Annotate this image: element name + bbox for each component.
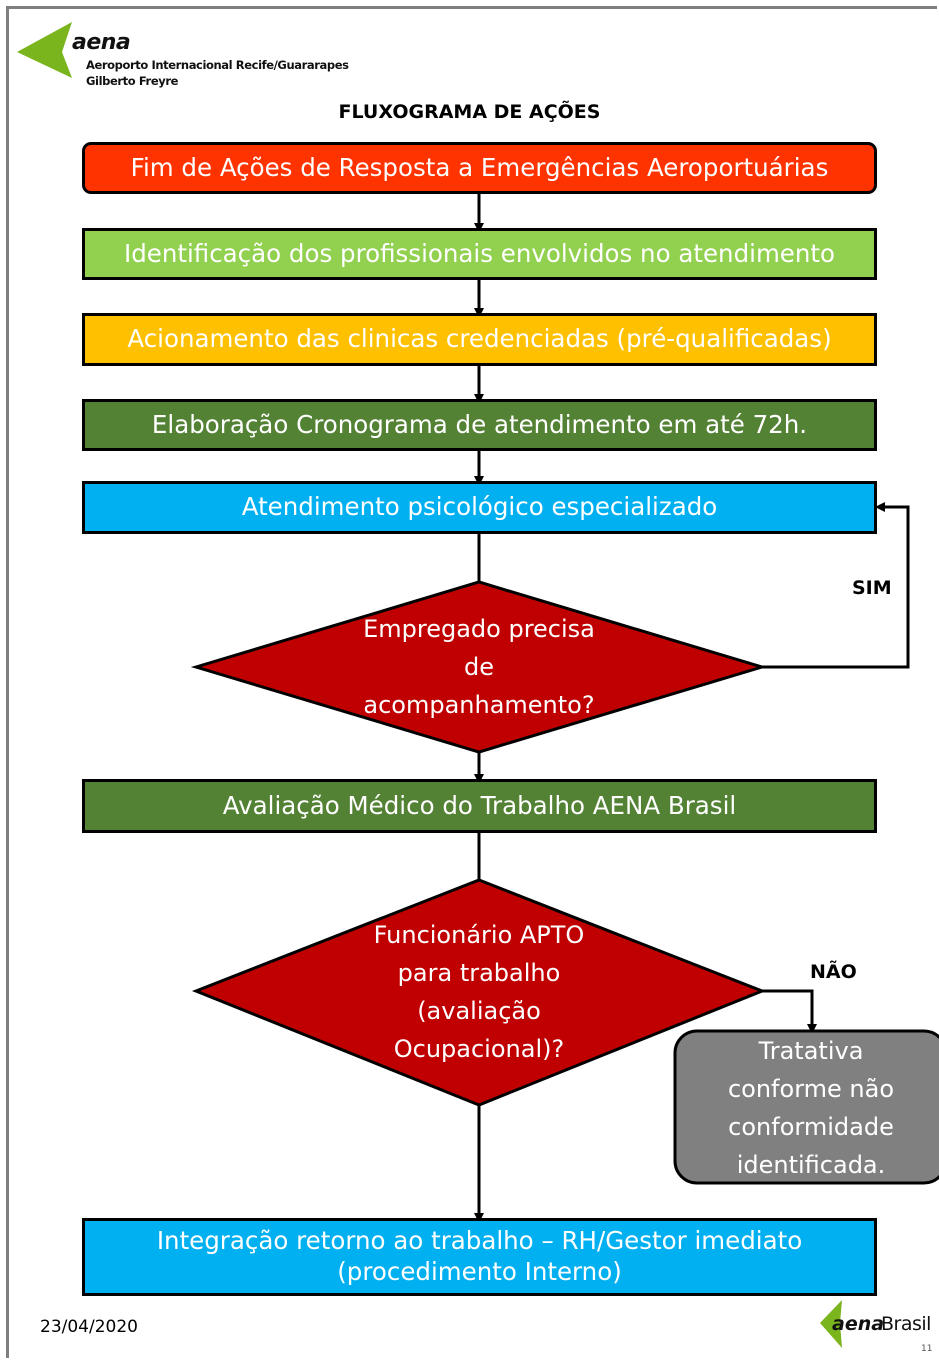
decision-2-line1: Funcionário APTO <box>373 921 585 949</box>
decision-2-line4: Ocupacional)? <box>393 1035 565 1063</box>
nonconformity-line4: identificada. <box>736 1151 886 1179</box>
footer-date: 23/04/2020 <box>40 1317 138 1337</box>
footer-brand: aena <box>832 1313 885 1335</box>
logo-brand: aena <box>72 30 131 55</box>
step-occupational-evaluation: Avaliação Médico do Trabalho AENA Brasil <box>82 779 877 833</box>
decision-1-line2: de <box>464 653 494 681</box>
nonconformity-line3: conformidade <box>728 1113 894 1141</box>
step-identify-professionals: Identificação dos profissionais envolvid… <box>82 228 877 280</box>
step-return-integration-line1: Integração retorno ao trabalho – RH/Gest… <box>156 1226 803 1256</box>
page-title: FLUXOGRAMA DE AÇÕES <box>338 101 601 123</box>
step-schedule-72h: Elaboração Cronograma de atendimento em … <box>82 399 877 451</box>
nonconformity-line1: Tratativa <box>758 1037 864 1065</box>
decision-2-line2: para trabalho <box>397 959 561 987</box>
page-frame <box>6 6 937 1358</box>
footer-brand-suffix: Brasil <box>881 1313 931 1335</box>
decision-1-line3: acompanhamento? <box>363 691 595 719</box>
step-activate-clinics: Acionamento das clinicas credenciadas (p… <box>82 313 877 366</box>
decision-2-line3: (avaliação <box>417 997 541 1025</box>
step-end-emergency-actions: Fim de Ações de Resposta a Emergências A… <box>82 142 877 194</box>
page-number: 11 <box>921 1344 933 1354</box>
logo-airport-line1: Aeroporto Internacional Recife/Guararape… <box>86 58 349 72</box>
no-label: NÃO <box>810 961 857 983</box>
step-psychological-care: Atendimento psicológico especializado <box>82 481 877 534</box>
step-return-integration: Integração retorno ao trabalho – RH/Gest… <box>82 1218 877 1296</box>
nonconformity-line2: conforme não <box>727 1075 895 1103</box>
yes-label: SIM <box>852 577 892 599</box>
step-return-integration-line2: (procedimento Interno) <box>337 1257 622 1286</box>
decision-1-line1: Empregado precisa <box>363 615 595 643</box>
logo-airport-line2: Gilberto Freyre <box>86 74 178 88</box>
